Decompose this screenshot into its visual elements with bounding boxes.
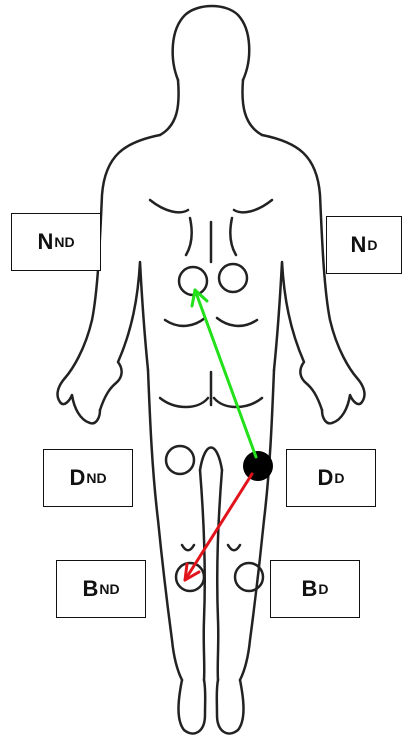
head-outline (173, 6, 250, 80)
right-arm-inner (274, 262, 322, 410)
lower-back-right (217, 318, 257, 326)
inner-legs-right (217, 470, 222, 680)
left-leg-outer (148, 370, 182, 680)
left-arm-outer (58, 135, 160, 423)
back-curve-left (186, 218, 192, 255)
shoulder-blade-right (234, 200, 272, 212)
neck-left (160, 80, 179, 135)
measurement-sites (166, 264, 263, 591)
shoulder-blade-left (150, 200, 188, 212)
body-outline (58, 6, 365, 734)
left-arm-inner (100, 262, 148, 410)
back-curve-right (230, 218, 236, 255)
site-filled-thigh-right (243, 451, 273, 481)
neck-right (242, 80, 262, 135)
left-foot (179, 680, 206, 734)
site-circle-lower-back-right (219, 264, 247, 292)
knee-right (228, 545, 240, 550)
knee-left (182, 545, 194, 550)
right-foot (217, 680, 244, 734)
site-circle-thigh-left (166, 446, 194, 474)
buttock-left (160, 398, 208, 407)
crotch (200, 448, 222, 471)
right-arm-outer (262, 135, 364, 423)
right-leg-outer (240, 370, 274, 680)
site-circle-lower-back-left (179, 267, 207, 295)
arrow-green (192, 290, 256, 457)
lower-back-left (165, 318, 205, 326)
